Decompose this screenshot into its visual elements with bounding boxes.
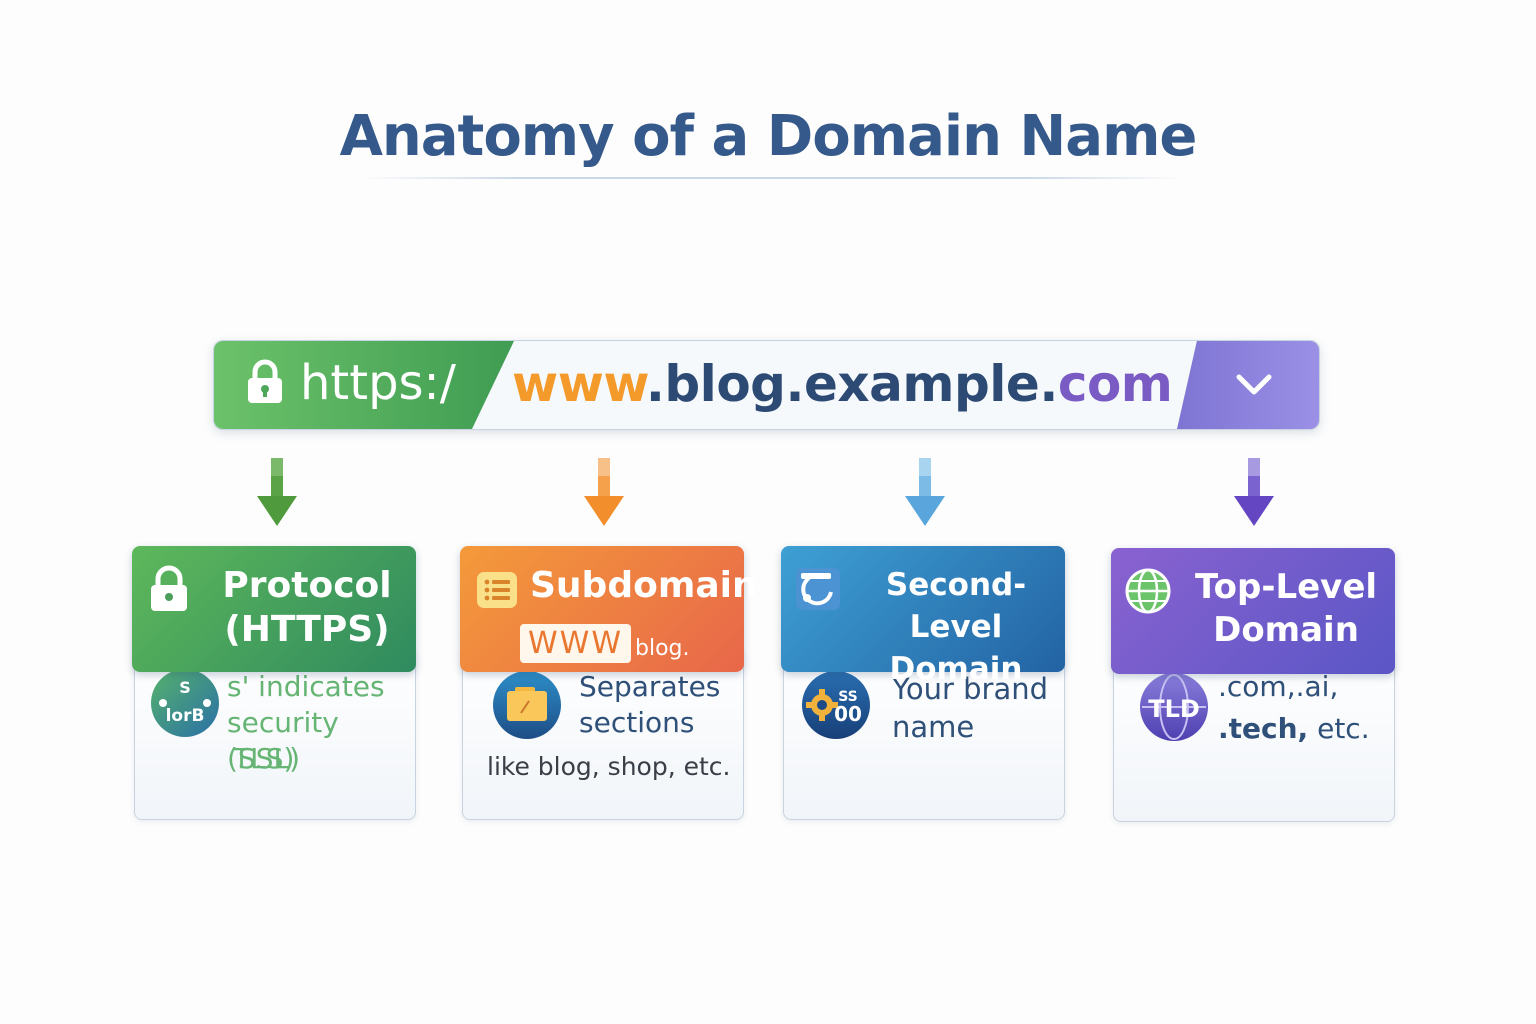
desc-line: sections	[579, 706, 695, 739]
card-title-line: (HTTPS)	[224, 609, 390, 650]
link-icon	[796, 568, 840, 610]
card-title: Subdomain	[530, 564, 758, 608]
card-top-level-domain: TLD .com,.ai, .tech, etc. Top-Level Doma…	[1111, 548, 1395, 824]
url-second-level: blog.example	[664, 355, 1040, 413]
card-header: Subdomain WWW blog.	[460, 546, 758, 672]
desc-rest: etc.	[1308, 712, 1370, 745]
arrow-down-icon	[584, 458, 624, 526]
desc-line: security (SSL)	[227, 706, 339, 775]
card-body: Separates sections like blog, shop, etc.	[462, 646, 744, 820]
folder-icon	[493, 671, 561, 739]
card-title-line: Subdomain	[530, 565, 758, 606]
card-title-line: Protocol	[222, 565, 392, 606]
url-dot: .	[1039, 355, 1058, 413]
card-protocol: S lorB s' indicates security (SSL) TLS) …	[132, 546, 416, 822]
subdomain-chip: WWW blog.	[520, 624, 690, 663]
url-bar[interactable]: https:/ www.blog.example.com	[213, 340, 1320, 430]
title-underline	[360, 177, 1186, 179]
chip-www: WWW	[520, 624, 631, 663]
url-protocol-text: https:/	[300, 355, 456, 411]
card-body: SS 00 Your brand name	[783, 646, 1065, 820]
url-dot: .	[645, 355, 665, 413]
card-body: TLD .com,.ai, .tech, etc.	[1113, 648, 1395, 822]
security-badge: S lorB	[151, 669, 219, 737]
card-title-line: Second-Level	[885, 567, 1027, 645]
desc-line: Your brand	[892, 672, 1049, 706]
desc-line: s' indicates	[227, 670, 385, 703]
card-subdomain: Separates sections like blog, shop, etc.…	[460, 546, 758, 822]
svg-text:SS: SS	[838, 689, 858, 705]
desc-line: name	[892, 710, 975, 744]
url-subdomain: www	[512, 355, 646, 413]
card-header: Protocol (HTTPS)	[132, 546, 416, 672]
gear-icon: SS 00	[802, 671, 870, 739]
card-title: Second-Level Domain	[851, 564, 1061, 690]
svg-text:00: 00	[834, 702, 862, 726]
card-title-line: Top-Level	[1194, 567, 1378, 607]
card-title: Top-Level Domain	[1181, 566, 1391, 652]
card-title-line: Domain	[889, 651, 1023, 687]
card-title: Protocol (HTTPS)	[202, 564, 412, 652]
lock-icon	[248, 359, 282, 403]
badge-label: S	[179, 678, 191, 697]
lock-icon	[151, 565, 187, 611]
desc-line: TLS)	[233, 742, 295, 775]
url-domain-text: www.blog.example.com	[512, 355, 1173, 413]
desc-line: .tech, etc.	[1218, 711, 1370, 747]
card-header: Second-Level Domain	[781, 546, 1065, 687]
chip-rest: blog.	[635, 636, 690, 661]
chevron-down-icon[interactable]	[1233, 367, 1275, 403]
arrow-down-icon	[257, 458, 297, 526]
page-title: Anatomy of a Domain Name	[339, 104, 1198, 169]
desc-strong: .tech,	[1218, 712, 1309, 745]
arrow-down-icon	[1234, 458, 1274, 526]
card-header: Top-Level Domain	[1111, 548, 1395, 674]
card-second-level-domain: SS 00 Your brand name Second-Level Domai…	[781, 546, 1065, 822]
desc-line: .com,.ai,	[1218, 670, 1339, 703]
arrow-down-icon	[905, 458, 945, 526]
card-body: S lorB s' indicates security (SSL) TLS)	[134, 646, 416, 820]
desc-line: like blog, shop, etc.	[487, 752, 731, 781]
desc-line: Separates	[579, 670, 721, 703]
globe-icon	[1125, 568, 1171, 614]
url-tld: com	[1057, 355, 1173, 413]
card-title-line: Domain	[1213, 610, 1359, 650]
tld-badge: TLD	[1140, 673, 1208, 741]
badge-label: lorB	[166, 706, 205, 726]
list-icon	[477, 572, 517, 608]
badge-label: TLD	[1148, 695, 1200, 723]
